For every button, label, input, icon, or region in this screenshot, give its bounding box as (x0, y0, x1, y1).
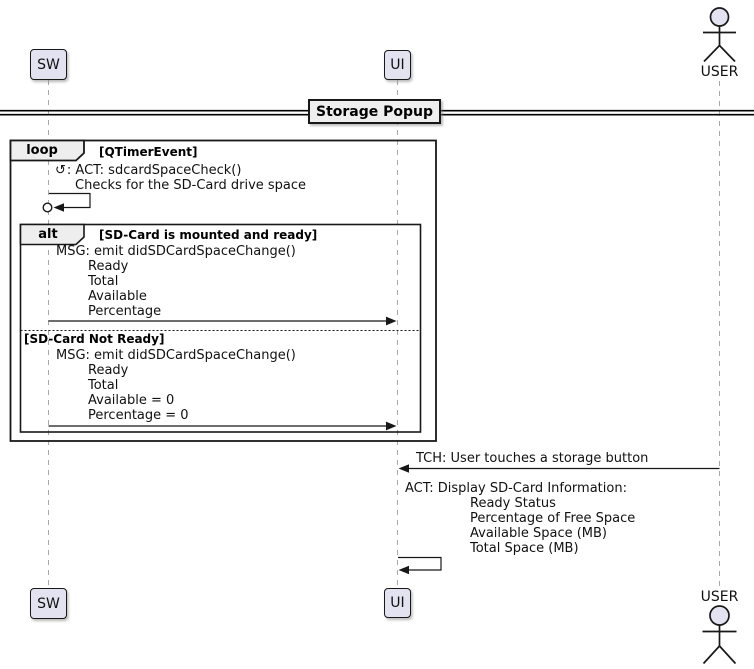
loop-frame-tab (9, 139, 85, 162)
message-display-line: Percentage of Free Space (470, 511, 636, 526)
message-emit-ready-line: Total (88, 274, 119, 289)
loop-operator-label: loop (26, 143, 58, 158)
self-message-arrow-ui (398, 556, 442, 575)
user-actor-figure-bottom (702, 605, 737, 665)
alt-frame-tab (19, 223, 85, 246)
message-arrow-not-ready (48, 421, 397, 431)
message-arrow-ready (48, 316, 397, 326)
divider-title: Storage Popup (308, 99, 441, 124)
found-message-circle (42, 202, 53, 213)
message-display-line: Total Space (MB) (470, 541, 579, 556)
message-display-line: Available Space (MB) (470, 526, 608, 541)
participant-ui-bottom: UI (384, 588, 411, 618)
actor-user-label-bottom: USER (700, 589, 739, 605)
message-emit-ready-line: Ready (88, 259, 129, 274)
self-message-arrow-sw (42, 192, 91, 213)
message-touch-text: TCH: User touches a storage button (416, 451, 649, 466)
participant-ui-top: UI (384, 50, 411, 80)
message-display-line: ACT: Display SD-Card Information: (405, 481, 627, 496)
loop-guard-label: [QTimerEvent] (99, 145, 198, 159)
message-emit-not-ready-line: Percentage = 0 (88, 408, 189, 423)
message-emit-not-ready-line: MSG: emit didSDCardSpaceChange() (56, 348, 296, 363)
message-space-check-detail: Checks for the SD-Card drive space (75, 178, 307, 193)
alt-frame-border (19, 223, 422, 433)
message-emit-ready-line: Percentage (88, 304, 162, 319)
message-emit-ready-line: Available (88, 289, 147, 304)
message-space-check-title: ↺: ACT: sdcardSpaceCheck() (55, 164, 241, 178)
participant-sw-top: SW (30, 49, 67, 80)
touch-message-arrow (398, 464, 720, 473)
alt-operator-label: alt (38, 227, 58, 242)
alt-guard-not-ready-label: [SD-Card Not Ready] (24, 332, 165, 346)
actor-user-label-top: USER (700, 64, 739, 80)
message-display-line: Ready Status (470, 496, 556, 511)
participant-sw-bottom: SW (30, 588, 67, 619)
message-emit-ready-line: MSG: emit didSDCardSpaceChange() (56, 244, 296, 259)
message-space-check-text: : ACT: sdcardSpaceCheck() (66, 163, 242, 178)
message-emit-not-ready-line: Ready (88, 363, 129, 378)
repeat-icon: ↺ (55, 163, 66, 178)
user-actor-figure-top (703, 7, 736, 63)
alt-guard-ready-label: [SD-Card is mounted and ready] (99, 228, 318, 242)
message-emit-not-ready-line: Available = 0 (88, 393, 175, 408)
loop-frame-border (9, 139, 437, 442)
message-emit-not-ready-line: Total (88, 378, 119, 393)
